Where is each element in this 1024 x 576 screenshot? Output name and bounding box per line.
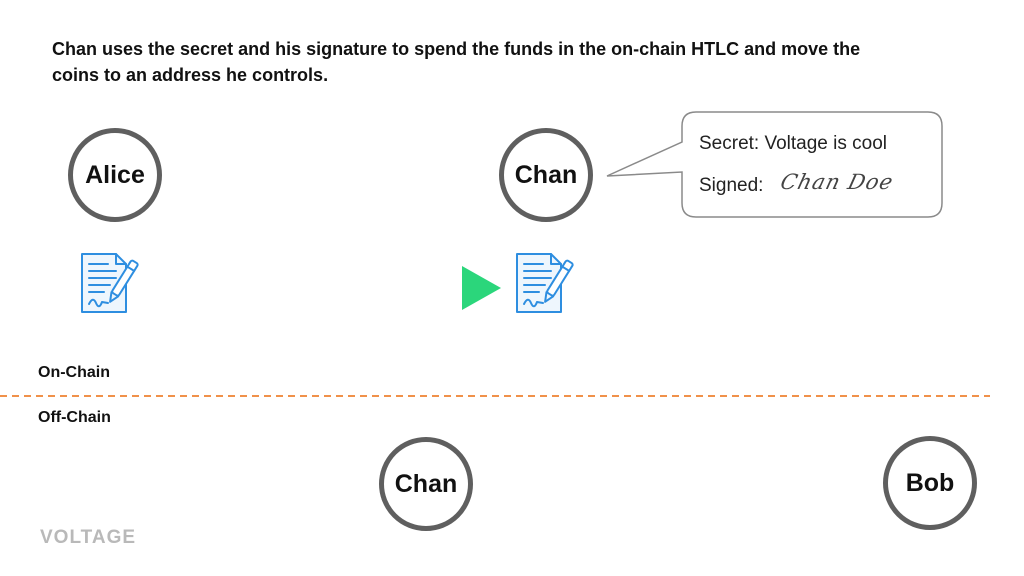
bubble-signed-label: Signed: <box>699 175 764 196</box>
node-alice: Alice <box>68 128 162 222</box>
contract-signed-icon <box>516 253 574 313</box>
signature: Chan Doe <box>778 170 897 194</box>
on-chain-label: On-Chain <box>38 364 110 381</box>
bubble-secret-text: Secret: Voltage is cool <box>699 133 887 154</box>
node-bob: Bob <box>883 436 977 530</box>
node-chan-onchain: Chan <box>499 128 593 222</box>
contract-signed-icon <box>81 253 139 313</box>
node-chan-offchain: Chan <box>379 437 473 531</box>
voltage-logo: VOLTAGE <box>40 527 137 548</box>
off-chain-label: Off-Chain <box>38 409 111 426</box>
speech-bubble <box>606 111 943 218</box>
transfer-arrow-head <box>462 266 501 310</box>
headline: Chan uses the secret and his signature t… <box>52 39 861 85</box>
